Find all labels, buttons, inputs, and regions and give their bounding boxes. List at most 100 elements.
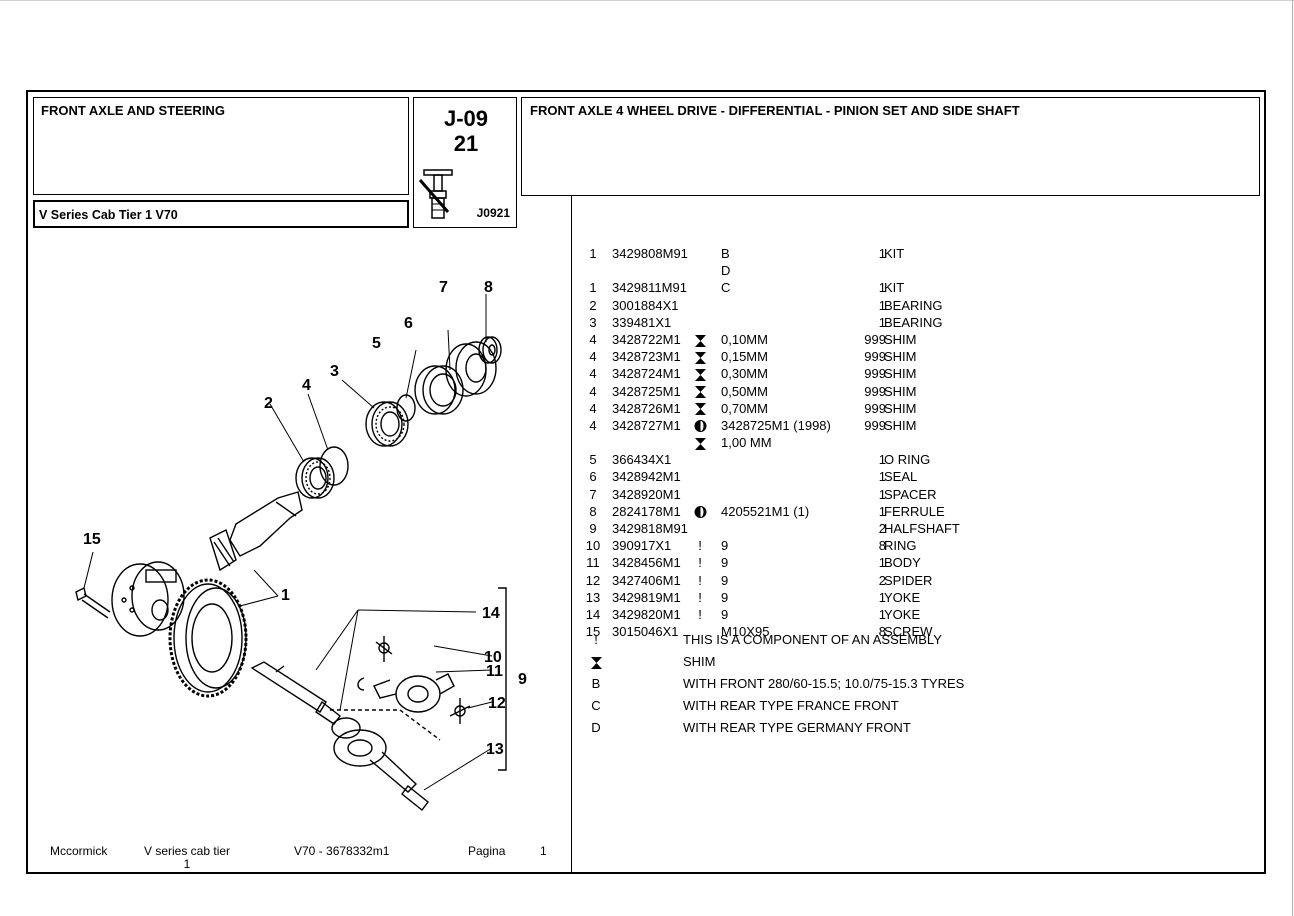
part-qty: 999 [864,331,886,347]
part-desc: 1,00 MM [721,435,772,451]
part-name: SHIM [884,400,917,416]
part-desc: 9 [721,572,729,588]
o-ring-part [396,394,416,422]
drawing-ref: J0921 [476,206,510,220]
part-qty: 999 [864,366,886,382]
part-qty: 1 [878,452,886,468]
assembly-component-icon: ! [698,555,702,571]
part-name: SHIM [884,366,917,382]
part-ref: 1 [589,246,597,261]
part-number: 3429819M1 [612,589,681,605]
part-number: 3428723M1 [612,349,681,365]
part-ref: 4 [589,366,597,382]
part-ref: 14 [585,606,601,622]
code-box: J-09 21 J0921 [413,97,517,228]
spider-part [449,698,471,724]
code-line-2: 21 [453,131,479,156]
part-desc: 9 [721,538,729,554]
callout-8: 8 [484,279,493,296]
part-name: HALFSHAFT [884,521,960,536]
callout-11: 11 [486,663,503,680]
legend-row: SHIM [584,654,1144,676]
part-qty: 1 [878,314,886,330]
bearing-part-2 [295,457,335,499]
part-number: 2824178M1 [612,503,681,519]
part-name: KIT [884,246,905,261]
part-thumbnail-icon [418,169,453,219]
ring-gear-part [168,578,248,698]
part-number: 3428920M1 [612,486,681,502]
part-desc: 0,10MM [721,331,768,347]
callout-12: 12 [488,695,506,712]
shim-hourglass-icon [692,384,708,399]
differential-housing-part [111,561,185,637]
part-number: 3428722M1 [612,331,681,347]
part-name: FERRULE [884,503,945,519]
part-desc: 4205521M1 (1) [721,503,810,519]
callout-2: 2 [264,395,273,412]
part-qty: 999 [864,383,886,399]
callout-13: 13 [486,741,504,758]
part-name: BODY [884,555,921,571]
assembly-component-icon: ! [698,589,702,605]
footer-model: V70 - 3678332m1 [294,844,390,858]
part-name: SCREW [884,624,933,640]
legend-text: THIS IS A COMPONENT OF AN ASSEMBLY [683,632,942,647]
callout-9: 9 [518,671,527,688]
part-name: SHIM [884,383,917,399]
callout-6: 6 [404,315,413,332]
legend-text: WITH REAR TYPE GERMANY FRONT [683,720,911,735]
part-number: 3428725M1 [612,383,681,399]
part-desc: 9 [721,589,729,605]
part-ref: 4 [589,400,597,416]
part-number: 3428727M1 [612,417,681,433]
part-desc: D [721,263,731,279]
legend-symbol: B [591,676,601,691]
part-ref: 8 [589,503,597,519]
part-ref: 3 [589,314,597,330]
replaced-by-icon [692,418,708,433]
shim-hourglass-icon [692,435,708,450]
yoke-body-part [373,673,455,713]
assembly-component-icon: ! [698,538,702,554]
shim-hourglass-icon [692,366,708,381]
part-desc: B [721,246,730,261]
part-number: 3428724M1 [612,366,681,382]
footer-page-label: Pagina [468,844,506,858]
part-ref: 10 [585,538,601,554]
part-qty: 999 [864,349,886,365]
part-qty: 1 [878,486,886,502]
part-name: RING [884,538,917,554]
parts-row: D [584,263,1144,280]
screw-part [75,586,111,619]
code-line-1: J-09 [443,106,489,131]
legend-symbol: ! [594,632,598,647]
callout-5: 5 [372,335,381,352]
replaced-by-icon [692,504,708,519]
part-ref: 2 [589,297,597,313]
part-name: SPIDER [884,572,933,588]
legend-symbol: C [591,698,601,713]
part-qty: 1 [878,606,886,622]
part-name: BEARING [884,297,943,313]
part-ref: 7 [589,486,597,502]
part-qty: 1 [878,297,886,313]
part-number: 366434X1 [612,452,672,468]
footer-brand: Mccormick [50,844,108,858]
ring-clip-part [357,677,365,691]
section-title: FRONT AXLE AND STEERING [41,103,225,118]
part-number: 3001884X1 [612,297,679,313]
assembly-component-icon: ! [698,606,702,622]
callout-3: 3 [330,363,339,380]
part-name: SHIM [884,331,917,347]
